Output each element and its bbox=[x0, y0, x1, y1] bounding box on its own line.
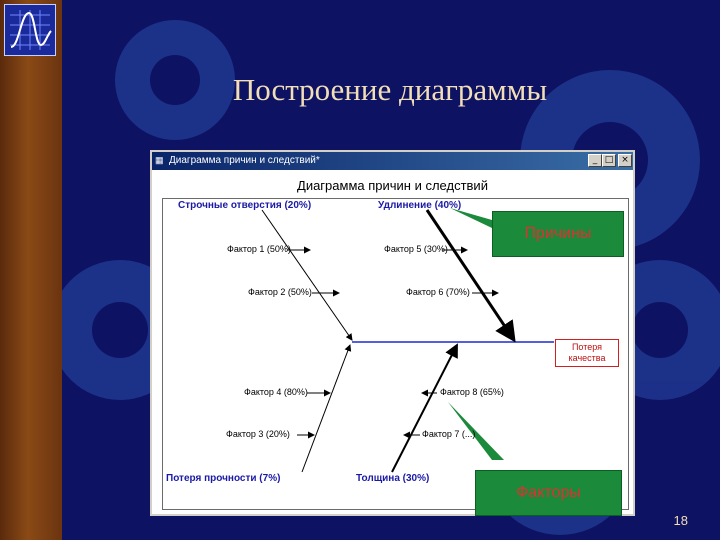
category-bottom-left: Потеря прочности (7%) bbox=[166, 473, 281, 484]
fishbone-lines bbox=[261, 208, 554, 473]
minimize-button[interactable]: _ bbox=[588, 154, 602, 167]
factor-7-label: Фактор 7 (...) bbox=[422, 429, 476, 439]
bone-bottom-right bbox=[391, 343, 458, 473]
category-top-right: Удлинение (40%) bbox=[378, 200, 462, 211]
factor-2-label: Фактор 2 (50%) bbox=[248, 287, 312, 297]
diagram-plot-area bbox=[162, 198, 629, 510]
diagram-window: ▦ Диаграмма причин и следствий* _ □ × Ди… bbox=[150, 150, 635, 516]
callout-causes-pointer bbox=[450, 208, 492, 228]
page-number: 18 bbox=[673, 513, 688, 528]
factor-5-label: Фактор 5 (30%) bbox=[384, 244, 448, 254]
close-button[interactable]: × bbox=[618, 154, 632, 167]
factor-4-label: Фактор 4 (80%) bbox=[244, 387, 308, 397]
maximize-button[interactable]: □ bbox=[602, 154, 616, 167]
left-decor-strip bbox=[0, 0, 62, 540]
factor-6-label: Фактор 6 (70%) bbox=[406, 287, 470, 297]
bone-bottom-left bbox=[301, 344, 352, 473]
factor-8-label: Фактор 8 (65%) bbox=[440, 387, 504, 397]
app-icon: ▦ bbox=[155, 155, 164, 165]
effect-box: Потеря качества bbox=[555, 339, 619, 367]
window-title: Диаграмма причин и следствий* bbox=[169, 155, 320, 166]
callout-causes: Причины bbox=[492, 211, 624, 257]
category-top-left: Строчные отверстия (20%) bbox=[178, 200, 312, 211]
factor-1-label: Фактор 1 (50%) bbox=[227, 244, 291, 254]
diagram-title: Диаграмма причин и следствий bbox=[297, 178, 488, 193]
bone-top-left bbox=[261, 209, 353, 341]
window-titlebar[interactable]: ▦ Диаграмма причин и следствий* _ □ × bbox=[152, 152, 633, 170]
bone-top-right bbox=[425, 209, 516, 343]
fishbone-diagram: Диаграмма причин и следствий bbox=[152, 170, 633, 514]
factor-3-label: Фактор 3 (20%) bbox=[226, 429, 290, 439]
category-bottom-right: Толщина (30%) bbox=[356, 473, 430, 484]
callout-factors: Факторы bbox=[475, 470, 622, 516]
callout-factors-pointer bbox=[448, 402, 504, 460]
slide-title: Построение диаграммы bbox=[232, 72, 548, 107]
graph-logo-icon bbox=[4, 4, 56, 56]
